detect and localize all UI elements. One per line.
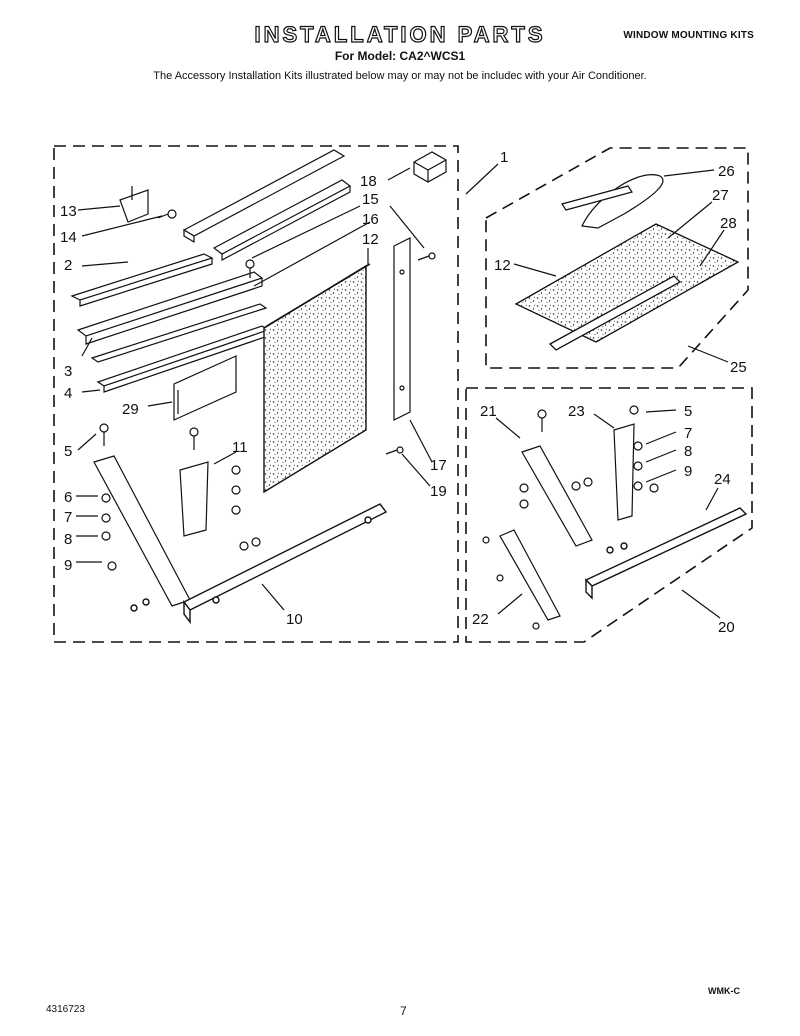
callout-8-right: 8 <box>684 443 692 460</box>
accessory-note: The Accessory Installation Kits illustra… <box>153 70 647 82</box>
panel-part-29 <box>173 355 237 421</box>
callout-24: 24 <box>714 471 731 488</box>
bracket-part-22 <box>482 529 561 630</box>
callout-14: 14 <box>60 229 77 246</box>
main-kit-boundary <box>53 145 459 643</box>
callout-9-right: 9 <box>684 463 692 480</box>
callout-12-main: 12 <box>362 231 379 248</box>
callout-21: 21 <box>480 403 497 420</box>
callout-3: 3 <box>64 363 72 380</box>
sill-bracket-10 <box>130 503 388 625</box>
callout-17: 17 <box>430 457 447 474</box>
callout-13: 13 <box>60 203 77 220</box>
callout-20: 20 <box>718 619 735 636</box>
tray-part-12 <box>514 223 740 351</box>
rail-part-2 <box>70 253 214 307</box>
part-number: 4316723 <box>46 1004 85 1015</box>
top-rail-upper <box>182 149 346 244</box>
callout-19: 19 <box>430 483 447 500</box>
kit-20-boundary <box>465 387 753 643</box>
callout-10: 10 <box>286 611 303 628</box>
foam-part-18 <box>413 151 447 183</box>
callout-23: 23 <box>568 403 585 420</box>
callout-1: 1 <box>500 149 508 166</box>
bracket-part-21 <box>519 409 593 547</box>
bracket-part-11 <box>179 427 261 551</box>
callout-12-kit: 12 <box>494 257 511 274</box>
callout-15: 15 <box>362 191 379 208</box>
seal-part-26 <box>561 174 664 229</box>
leader-lines <box>76 163 729 619</box>
page-number: 7 <box>400 1004 407 1018</box>
callout-5-left: 5 <box>64 443 72 460</box>
screw-part-15 <box>245 259 255 278</box>
callout-5-right: 5 <box>684 403 692 420</box>
bracket-part-13 <box>119 186 149 223</box>
curtain-panel-12 <box>263 263 371 494</box>
section-code: WMK-C <box>708 986 740 996</box>
callout-4: 4 <box>64 385 72 402</box>
callout-25: 25 <box>730 359 747 376</box>
callout-28: 28 <box>720 215 737 232</box>
kit-name: WINDOW MOUNTING KITS <box>623 30 754 41</box>
callout-9-left: 9 <box>64 557 72 574</box>
callout-27: 27 <box>712 187 729 204</box>
callout-22: 22 <box>472 611 489 628</box>
bracket-part-23 <box>613 405 659 521</box>
page-title: INSTALLATION PARTS <box>254 21 546 47</box>
callout-7-left: 7 <box>64 509 72 526</box>
callout-18: 18 <box>360 173 377 190</box>
rail-part-24 <box>584 507 748 600</box>
callout-8-left: 8 <box>64 531 72 548</box>
channel-rail <box>212 179 352 261</box>
kit-25-boundary <box>485 147 749 369</box>
callout-26: 26 <box>718 163 735 180</box>
callout-7-right: 7 <box>684 425 692 442</box>
side-post-17 <box>385 237 436 455</box>
callout-6: 6 <box>64 489 72 506</box>
model-subtitle: For Model: CA2^WCS1 <box>334 49 466 63</box>
callout-2: 2 <box>64 257 72 274</box>
screw-part-14 <box>157 209 177 219</box>
rail-part-3b <box>90 303 268 363</box>
callout-29: 29 <box>122 401 139 418</box>
callout-16: 16 <box>362 211 379 228</box>
callout-numbers: 1 18 13 14 2 15 16 12 3 4 29 5 11 6 7 8 … <box>60 149 747 636</box>
callout-11: 11 <box>232 439 248 456</box>
support-bracket-6 <box>93 423 191 607</box>
